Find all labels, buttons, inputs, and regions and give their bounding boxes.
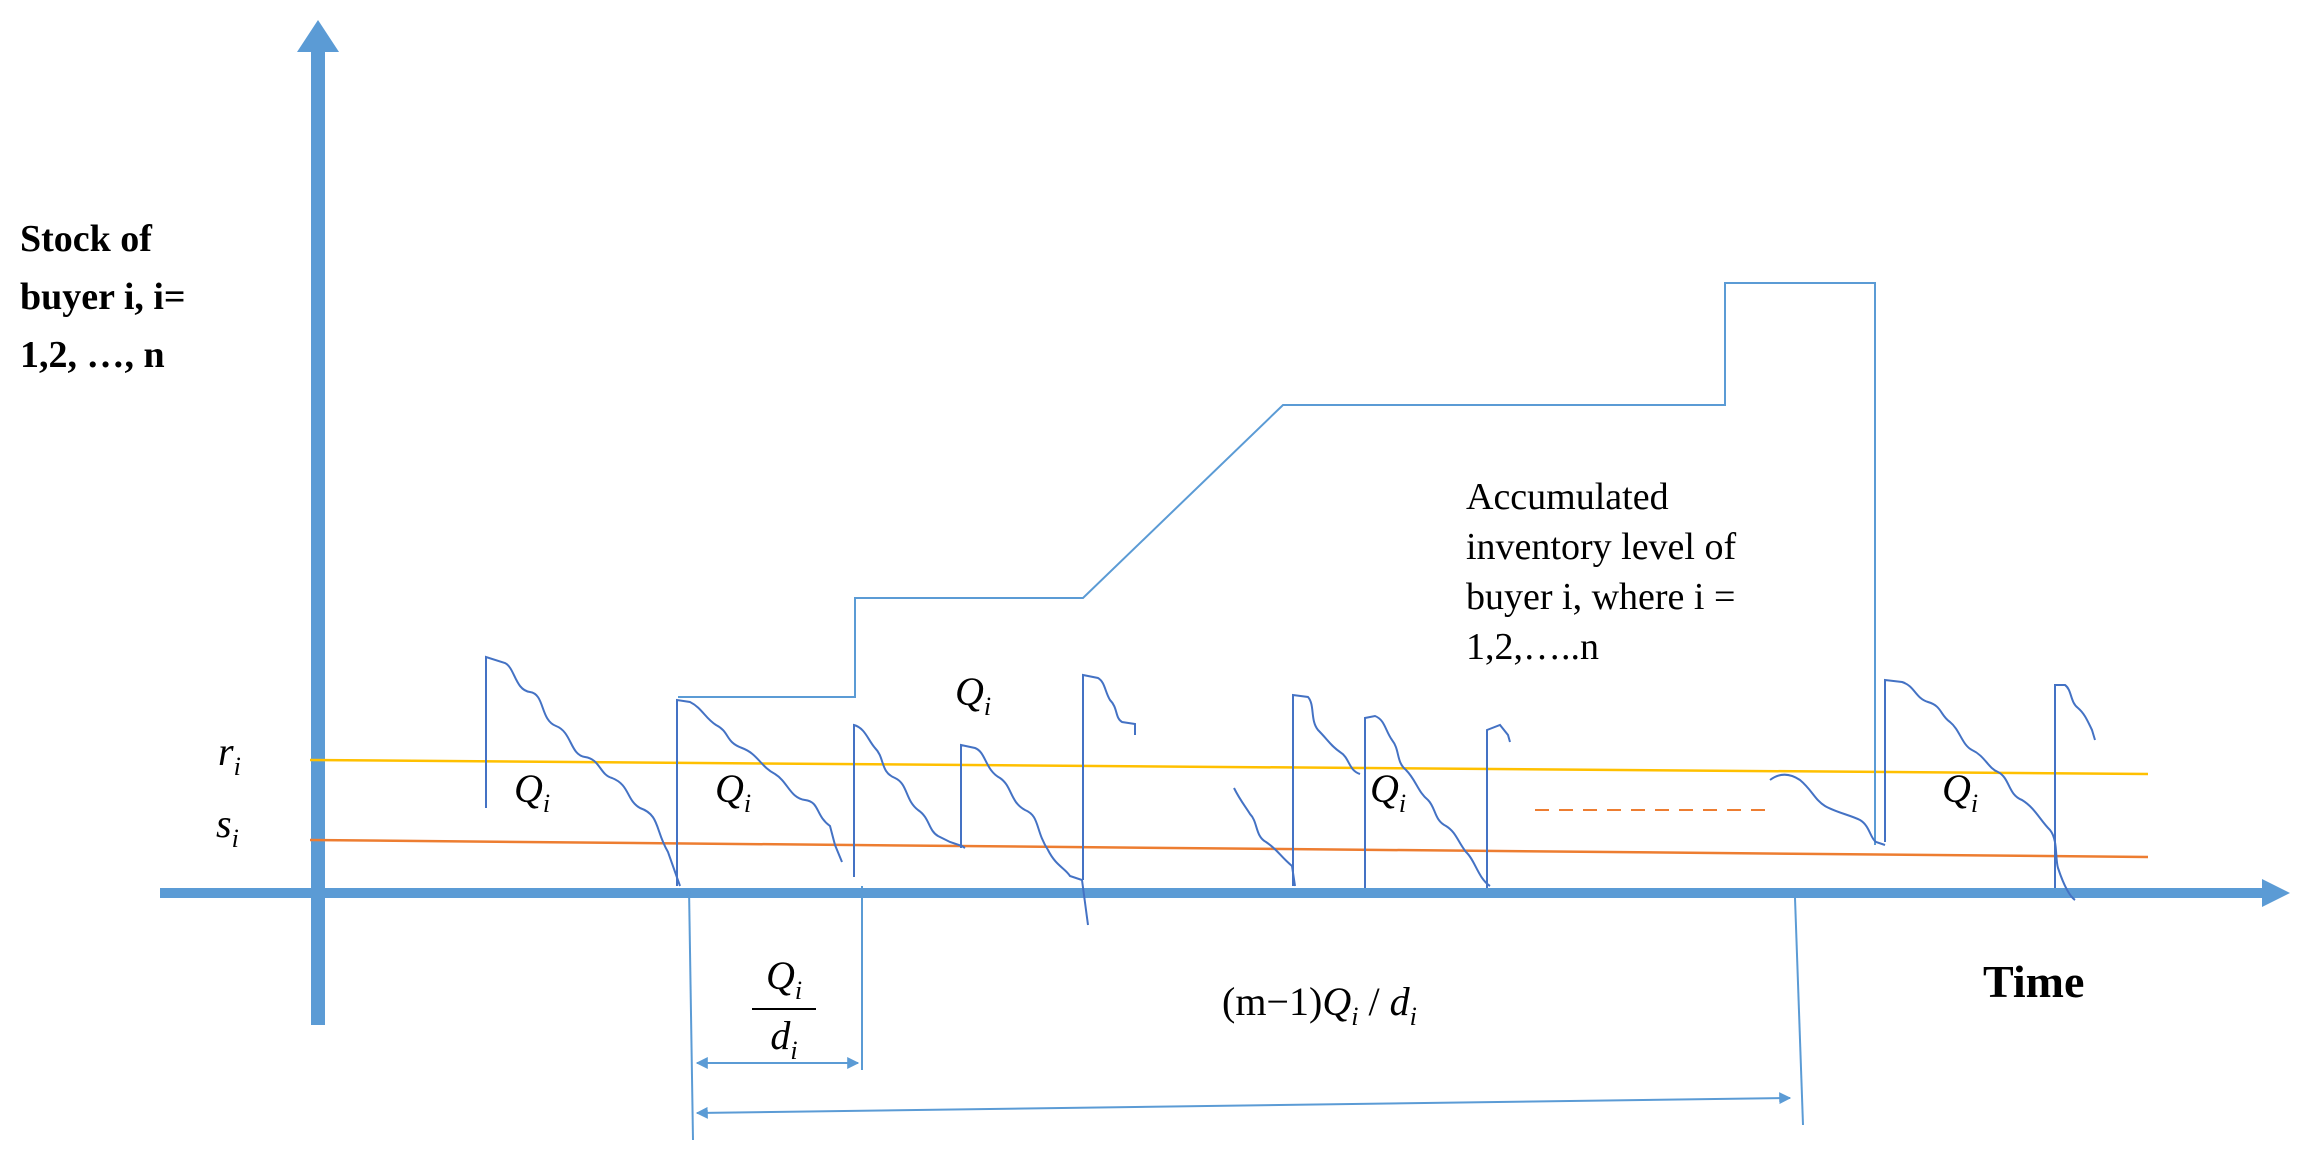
cycle-curve bbox=[1292, 693, 1361, 886]
x-axis bbox=[160, 879, 2290, 907]
cycle-curve bbox=[1233, 787, 1296, 887]
cycle-curve bbox=[1769, 773, 1886, 846]
cycle-curve bbox=[1082, 673, 1136, 880]
lot-size-label: Qi bbox=[955, 669, 992, 721]
lot-size-label: Qi bbox=[514, 766, 551, 818]
timing-markers bbox=[688, 886, 1804, 1141]
lot-size-label: Qi bbox=[1370, 766, 1407, 818]
lot-size-label: Qi bbox=[715, 766, 752, 818]
cycle-curve bbox=[1486, 723, 1511, 888]
safety-stock-label: si bbox=[216, 801, 239, 853]
note-line: Accumulated bbox=[1466, 476, 1669, 518]
accumulated-inventory-curve bbox=[678, 282, 1876, 845]
reorder-level-label: ri bbox=[218, 729, 241, 781]
inventory-cycles bbox=[485, 655, 2096, 926]
note-line: buyer i, where i = bbox=[1466, 576, 1736, 618]
y-axis-label-line: 1,2, …, n bbox=[20, 334, 165, 376]
span-arrow bbox=[695, 1092, 1792, 1119]
span-label: (m−1)Qi / di bbox=[1222, 979, 1417, 1031]
cycle-time-label: Qi di bbox=[752, 952, 816, 1066]
note-line: 1,2,…..n bbox=[1466, 626, 1599, 668]
y-axis-label: Stock of buyer i, i= 1,2, …, n bbox=[20, 210, 186, 384]
cycle-curve bbox=[2054, 684, 2096, 888]
x-axis-label: Time bbox=[1983, 956, 2085, 1007]
cycle-curve bbox=[676, 698, 843, 886]
safety-stock-line bbox=[309, 838, 2149, 859]
cycle-curve bbox=[1364, 714, 1491, 888]
lot-size-label: Qi bbox=[1942, 766, 1979, 818]
y-axis bbox=[297, 20, 339, 1025]
y-axis-label-line: Stock of bbox=[20, 218, 152, 260]
cycle-curve bbox=[485, 655, 681, 887]
cycle-curve bbox=[853, 723, 966, 877]
note-line: inventory level of bbox=[1466, 526, 1737, 568]
reorder-level-line bbox=[309, 758, 2149, 776]
cycle-curve bbox=[1884, 678, 2076, 901]
accumulated-inventory-note: Accumulated inventory level of buyer i, … bbox=[1466, 472, 1736, 672]
cycle-curve bbox=[960, 743, 1089, 926]
y-axis-label-line: buyer i, i= bbox=[20, 276, 186, 318]
